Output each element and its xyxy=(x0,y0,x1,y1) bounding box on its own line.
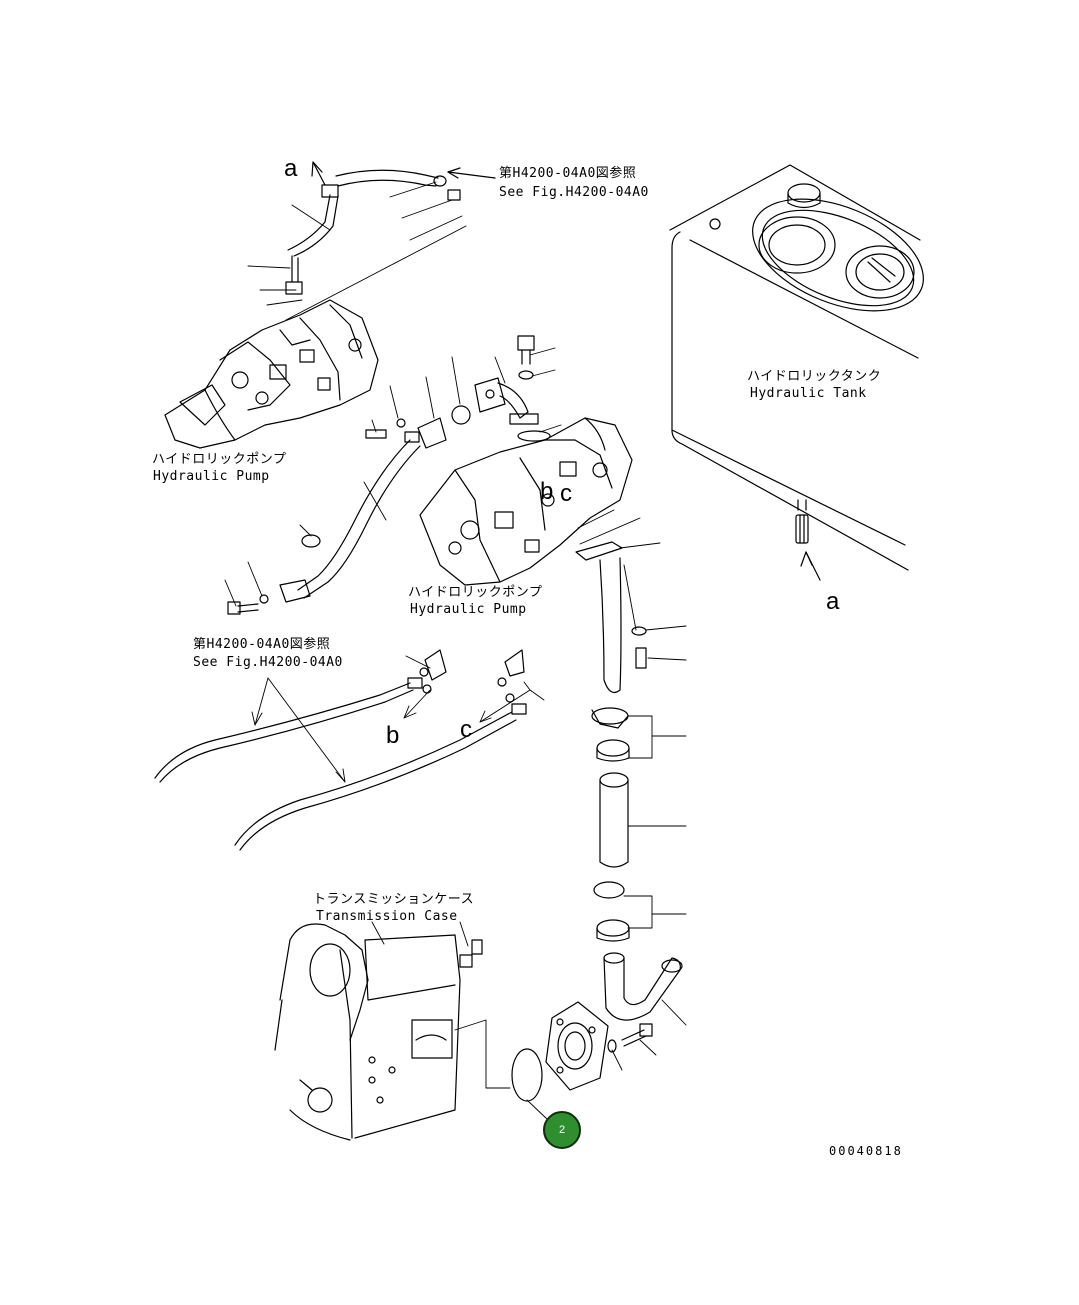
leader-lines-transmission xyxy=(372,922,468,946)
connection-letter-b-upper: b xyxy=(540,478,554,505)
hydraulic-pump-upper xyxy=(165,300,378,448)
reference-note-bottom-en: See Fig.H4200-04A0 xyxy=(193,655,343,670)
transmission-label-jp: トランスミッションケース xyxy=(313,892,475,907)
reference-note-top-jp: 第H4200-04A0図参照 xyxy=(499,166,637,181)
leader-lines-lower xyxy=(252,656,544,782)
hydraulic-pump-lower xyxy=(420,418,632,585)
tank-label-jp: ハイドロリックタンク xyxy=(747,369,882,384)
pump-upper-label-en: Hydraulic Pump xyxy=(153,469,270,484)
drawing-number: 00040818 xyxy=(829,1144,903,1158)
pump-lower-label-jp: ハイドロリックポンプ xyxy=(408,585,543,600)
reference-note-bottom-jp: 第H4200-04A0図参照 xyxy=(193,637,331,652)
elbow-fittings xyxy=(366,336,550,448)
transmission-label-en: Transmission Case xyxy=(316,909,458,924)
pipe-assembly xyxy=(512,542,682,1101)
connection-letter-c-upper: c xyxy=(560,480,572,507)
transmission-case xyxy=(275,924,482,1140)
reference-note-top-en: See Fig.H4200-04A0 xyxy=(499,185,649,200)
hydraulic-tank xyxy=(670,165,939,580)
connection-letter-a-top: a xyxy=(284,155,298,182)
suction-hose xyxy=(228,440,420,614)
leader-lines-pipe xyxy=(455,543,686,1120)
pump-lower-label-en: Hydraulic Pump xyxy=(410,602,527,617)
leader-lines-upper xyxy=(248,182,466,320)
connection-letter-c-lower: c xyxy=(460,716,472,743)
return-hoses xyxy=(155,650,526,850)
connection-letter-a-right: a xyxy=(826,588,840,615)
tank-label-en: Hydraulic Tank xyxy=(750,386,867,401)
part-callout-2[interactable]: 2 xyxy=(543,1111,581,1149)
connection-letter-b-lower: b xyxy=(386,722,400,749)
leader-lines-mid xyxy=(225,348,640,606)
pressure-hose-upper xyxy=(286,162,495,294)
pump-upper-label-jp: ハイドロリックポンプ xyxy=(152,452,287,467)
